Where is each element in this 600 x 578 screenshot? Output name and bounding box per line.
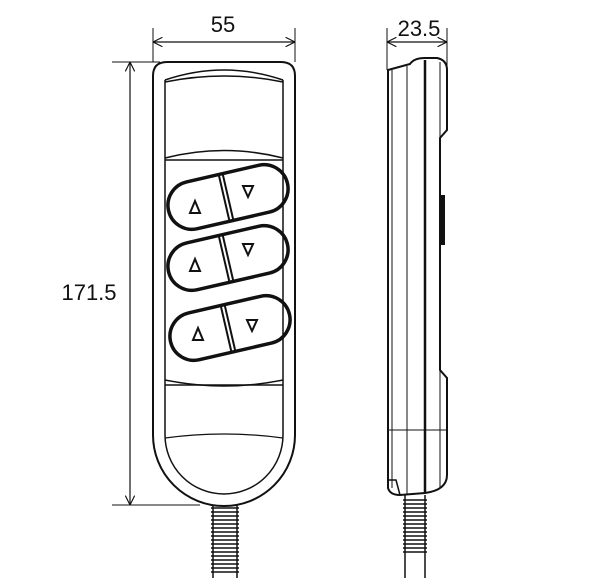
depth-label: 23.5 bbox=[398, 16, 441, 41]
width-dimension: 55 bbox=[152, 12, 296, 62]
triangle-up-icon bbox=[191, 325, 205, 341]
button-row-3[interactable] bbox=[165, 291, 295, 365]
side-cable bbox=[403, 495, 427, 578]
front-view bbox=[152, 61, 296, 507]
front-cable bbox=[211, 505, 239, 578]
triangle-down-icon bbox=[241, 243, 255, 258]
side-button bbox=[440, 195, 445, 245]
triangle-down-icon bbox=[245, 319, 259, 334]
button-row-1[interactable] bbox=[163, 160, 293, 234]
triangle-up-icon bbox=[188, 256, 202, 272]
triangle-up-icon bbox=[188, 198, 202, 214]
triangle-down-icon bbox=[241, 185, 255, 200]
width-label: 55 bbox=[211, 12, 235, 37]
side-view bbox=[387, 57, 448, 497]
button-row-2[interactable] bbox=[163, 221, 293, 295]
height-dimension: 171.5 bbox=[61, 61, 200, 506]
depth-dimension: 23.5 bbox=[386, 16, 448, 70]
height-label: 171.5 bbox=[61, 280, 116, 305]
